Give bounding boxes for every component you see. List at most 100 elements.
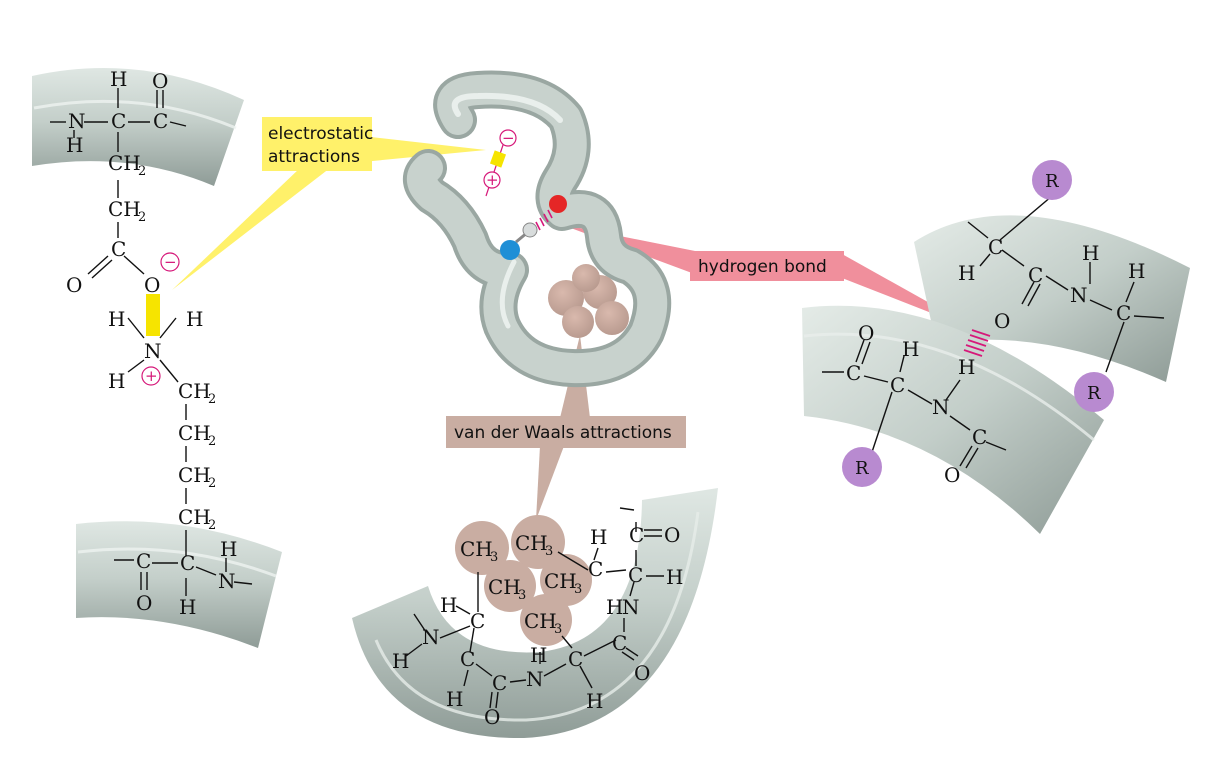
subscript-2: 2 — [208, 476, 216, 491]
backbone-segment-left-bottom — [76, 521, 282, 648]
salt-bridge-bond — [146, 294, 160, 336]
atom-H: H — [958, 355, 975, 379]
carboxylate-minus-circle — [160, 252, 180, 272]
atom-H: H — [179, 595, 196, 619]
atom-O: O — [994, 309, 1010, 333]
atom-H: H — [958, 261, 975, 285]
atom-O: O — [136, 591, 152, 615]
atom-N: N — [218, 569, 236, 593]
center-minus-charge: − — [502, 129, 515, 147]
atom-O: O — [944, 463, 960, 487]
atom-N: N — [526, 667, 544, 691]
subscript-2: 2 — [138, 164, 146, 179]
electrostatic-label-line2: attractions — [268, 147, 360, 167]
subscript-3: 3 — [545, 544, 553, 559]
atom-O: O — [484, 705, 500, 729]
atom-H: H — [66, 133, 83, 157]
atom-H: H — [590, 525, 607, 549]
subscript-3: 3 — [518, 588, 526, 603]
atom-C: C — [988, 235, 1003, 259]
folded-protein-cartoon — [403, 70, 672, 388]
atom-O: O — [66, 273, 82, 297]
subscript-2: 2 — [208, 518, 216, 533]
atom-CH: CH — [524, 609, 557, 633]
atom-C: C — [628, 563, 643, 587]
atom-C: C — [1028, 263, 1043, 287]
center-hydrogen-bond — [500, 195, 567, 260]
carboxylate-minus: − — [164, 253, 177, 271]
atom-H: H — [606, 595, 623, 619]
electrostatic-label-box: electrostatic attractions — [262, 117, 373, 171]
atom-O: O — [144, 273, 160, 297]
atom-O: O — [858, 321, 874, 345]
atom-H: H — [108, 307, 125, 331]
atom-O: O — [152, 69, 168, 93]
left-molecule-bonds — [50, 88, 253, 596]
atom-C: C — [180, 551, 195, 575]
r-group-label: R — [1087, 383, 1101, 404]
r-group-circle — [1074, 372, 1114, 412]
atom-CH: CH — [178, 379, 211, 403]
r-group-label: R — [1045, 171, 1059, 192]
atom-C: C — [588, 557, 603, 581]
bottom-molecule-bonds — [405, 507, 664, 709]
center-plus-charge: + — [486, 171, 499, 189]
atom-CH: CH — [544, 569, 577, 593]
atom-C: C — [629, 523, 644, 547]
atom-CH: CH — [488, 575, 521, 599]
r-group-circle — [1032, 160, 1072, 200]
atom-CH: CH — [460, 537, 493, 561]
subscript-2: 2 — [138, 210, 146, 225]
atom-C: C — [111, 237, 126, 261]
atom-C: C — [470, 609, 485, 633]
center-vdw-cluster — [548, 264, 629, 338]
hydrogen-bond-label: hydrogen bond — [698, 257, 827, 277]
atom-C: C — [890, 373, 905, 397]
atom-C: C — [492, 671, 507, 695]
atom-C: C — [612, 631, 627, 655]
vdw-methyl-cluster — [455, 515, 592, 646]
atom-N: N — [932, 395, 950, 419]
electrostatic-label-line1: electrostatic — [268, 124, 373, 144]
backbone-segment-right-lower — [802, 305, 1104, 534]
atom-H: H — [446, 687, 463, 711]
atom-H: H — [1082, 241, 1099, 265]
atom-H: H — [110, 67, 127, 91]
atom-C: C — [136, 549, 151, 573]
r-group-label: R — [855, 458, 869, 479]
atom-H: H — [186, 307, 203, 331]
center-electrostatic-pair — [483, 129, 517, 197]
atom-H: H — [108, 369, 125, 393]
atom-H: H — [1128, 259, 1145, 283]
vdw-label: van der Waals attractions — [454, 423, 672, 443]
atom-H: H — [220, 537, 237, 561]
hydrogen-bond-label-box: hydrogen bond — [690, 251, 844, 281]
atom-CH: CH — [178, 463, 211, 487]
atom-C: C — [972, 425, 987, 449]
subscript-3: 3 — [490, 550, 498, 565]
backbone-segment-left-top — [32, 68, 244, 186]
backbone-segment-right-upper — [914, 215, 1190, 382]
atom-CH: CH — [108, 151, 141, 175]
atom-N: N — [622, 595, 640, 619]
vdw-label-box: van der Waals attractions — [446, 416, 686, 448]
atom-CH: CH — [178, 505, 211, 529]
atom-N: N — [422, 625, 440, 649]
electrostatic-callout-pointers — [172, 136, 486, 290]
atom-N: N — [144, 339, 162, 363]
atom-N: N — [68, 109, 86, 133]
r-group-circle — [842, 447, 882, 487]
atom-CH: CH — [178, 421, 211, 445]
subscript-2: 2 — [208, 392, 216, 407]
atom-O: O — [634, 661, 650, 685]
backbone-segment-bottom-center — [352, 488, 718, 739]
ammonium-plus: + — [145, 367, 158, 385]
atom-H: H — [666, 565, 683, 589]
atom-H: H — [392, 649, 409, 673]
right-molecule-bonds — [822, 195, 1165, 469]
subscript-3: 3 — [574, 582, 582, 597]
vdw-callout-pointer-bottom — [536, 446, 564, 520]
atom-C: C — [153, 109, 168, 133]
